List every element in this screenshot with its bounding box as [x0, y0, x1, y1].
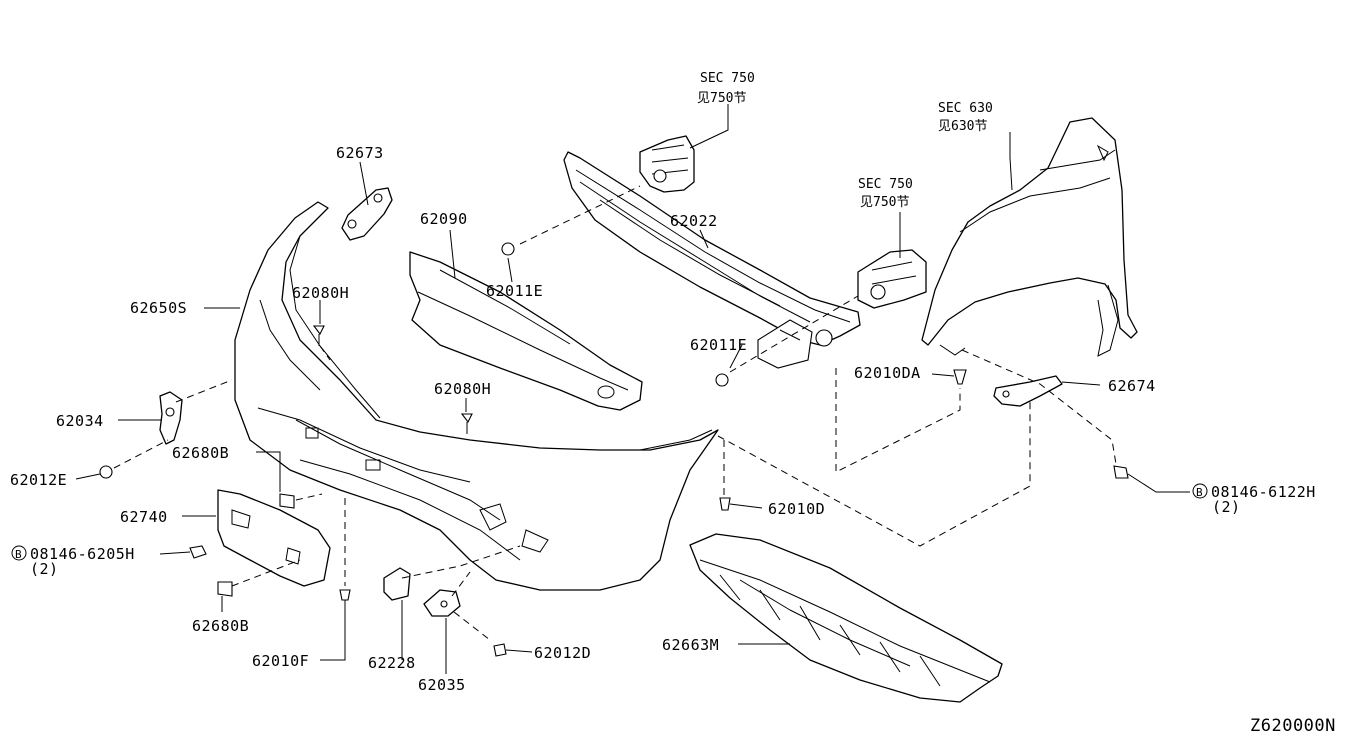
- callout-08146-6122H: 08146-6122H: [1211, 483, 1316, 501]
- clip-62011E-upper: [501, 242, 515, 256]
- callout-62034: 62034: [56, 412, 104, 430]
- screw-62010D: [719, 497, 731, 511]
- callout-62010D: 62010D: [768, 500, 825, 518]
- screw-62012D: [493, 643, 507, 657]
- bolt-marker-6205H: [11, 545, 27, 561]
- reinforcement-bracket-right: [815, 249, 927, 347]
- leader-lines: [75, 104, 1190, 674]
- bracket-62035: [423, 589, 461, 617]
- bumper-reinforcement: [563, 151, 861, 369]
- callout-62663M: 62663M: [662, 636, 719, 654]
- callout-62080H-upper: 62080H: [292, 284, 349, 302]
- callout-62035: 62035: [418, 676, 466, 694]
- lower-grille: [409, 251, 643, 411]
- callout-62011E-lower: 62011E: [690, 336, 747, 354]
- callout-62674: 62674: [1108, 377, 1156, 395]
- screw-62010DA: [953, 369, 967, 385]
- clip-62080H-upper: [312, 325, 325, 336]
- front-fender: [921, 117, 1138, 357]
- callout-62010F: 62010F: [252, 652, 309, 670]
- bracket-62673: [341, 187, 393, 241]
- sec750-mid-line2: 见750节: [860, 195, 909, 210]
- sec750-top-line2: 见750节: [697, 91, 746, 106]
- bracket-62034: [159, 391, 183, 445]
- callout-08146-6205H-qty: (2): [30, 560, 59, 578]
- bolt-08146-6122H: [1113, 465, 1129, 479]
- diagram-code: Z620000N: [1250, 716, 1336, 736]
- clip-62011E-lower: [715, 373, 729, 387]
- callout-62680B-upper: 62680B: [172, 444, 229, 462]
- callout-62012E: 62012E: [10, 471, 67, 489]
- sec750-top-line1: SEC 750: [700, 71, 755, 86]
- callout-62090: 62090: [420, 210, 468, 228]
- sec750-mid-line1: SEC 750: [858, 177, 913, 192]
- tow-hook-cover: [383, 567, 411, 601]
- nut-62012E: [99, 465, 113, 479]
- callout-08146-6122H-qty: (2): [1212, 498, 1241, 516]
- bolt-marker-6122H: [1192, 483, 1208, 499]
- callout-08146-6205H: 08146-6205H: [30, 545, 135, 563]
- callout-62740: 62740: [120, 508, 168, 526]
- callout-62680B-lower: 62680B: [192, 617, 249, 635]
- clip-62680B-upper: [279, 493, 295, 509]
- clip-62680B-lower: [217, 581, 233, 597]
- bumper-fascia: [234, 201, 719, 591]
- reference-labels: SEC 750 见750节 SEC 750 见750节 SEC 630 见630…: [697, 71, 993, 210]
- callout-62650S: 62650S: [130, 299, 187, 317]
- callout-62080H-lower: 62080H: [434, 380, 491, 398]
- license-plate-bracket: [217, 489, 331, 587]
- clip-62080H-lower: [460, 413, 473, 424]
- callout-62022: 62022: [670, 212, 718, 230]
- bracket-62674: [993, 375, 1063, 407]
- callout-62010DA: 62010DA: [854, 364, 921, 382]
- bolt-08146-6205H: [189, 545, 207, 559]
- callout-62011E-upper: 62011E: [486, 282, 543, 300]
- fasteners: [99, 242, 1129, 657]
- callout-62228: 62228: [368, 654, 416, 672]
- engine-undercover: [689, 533, 1003, 703]
- sec630-line2: 见630节: [938, 119, 987, 134]
- bolt-marker-6122H-letter: B: [1196, 486, 1203, 499]
- assembly-lines: [113, 185, 1117, 641]
- bolt-marker-6205H-letter: B: [15, 548, 22, 561]
- callout-62673: 62673: [336, 144, 384, 162]
- part-callouts: 62673 62090 62022 62011E 62650S 62080H 6…: [10, 144, 1336, 736]
- callout-62012D: 62012D: [534, 644, 591, 662]
- sec630-line1: SEC 630: [938, 101, 993, 116]
- screw-62010F: [339, 589, 351, 601]
- reinforcement-bracket-left: [639, 135, 695, 193]
